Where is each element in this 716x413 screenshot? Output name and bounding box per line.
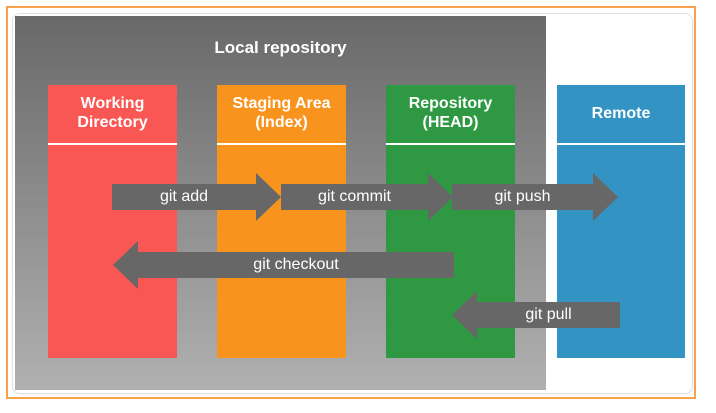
column-staging-area: Staging Area (Index) <box>217 85 346 358</box>
column-repository-head-label: Repository (HEAD) <box>386 85 515 145</box>
column-remote: Remote <box>557 85 685 358</box>
arrow-git-commit: git commit <box>281 184 428 210</box>
arrowhead-left-icon <box>113 241 138 289</box>
arrowhead-right-icon <box>428 173 453 221</box>
arrow-git-checkout: git checkout <box>138 252 454 278</box>
arrowhead-right-icon <box>593 173 618 221</box>
arrow-git-add: git add <box>112 184 256 210</box>
arrowhead-right-icon <box>256 173 281 221</box>
arrow-git-pull-label: git pull <box>525 306 572 323</box>
column-staging-area-label: Staging Area (Index) <box>217 85 346 145</box>
arrow-git-commit-label: git commit <box>318 188 391 205</box>
arrow-git-push: git push <box>452 184 593 210</box>
arrowhead-left-icon <box>452 291 477 339</box>
column-working-directory-label: Working Directory <box>48 85 177 145</box>
arrow-git-pull: git pull <box>477 302 620 328</box>
local-repository-title: Local repository <box>214 38 347 57</box>
arrow-git-add-label: git add <box>159 188 209 205</box>
column-working-directory: Working Directory <box>48 85 177 358</box>
arrow-git-checkout-label: git checkout <box>253 256 339 273</box>
column-remote-label: Remote <box>557 85 685 145</box>
arrow-git-push-label: git push <box>494 188 551 205</box>
